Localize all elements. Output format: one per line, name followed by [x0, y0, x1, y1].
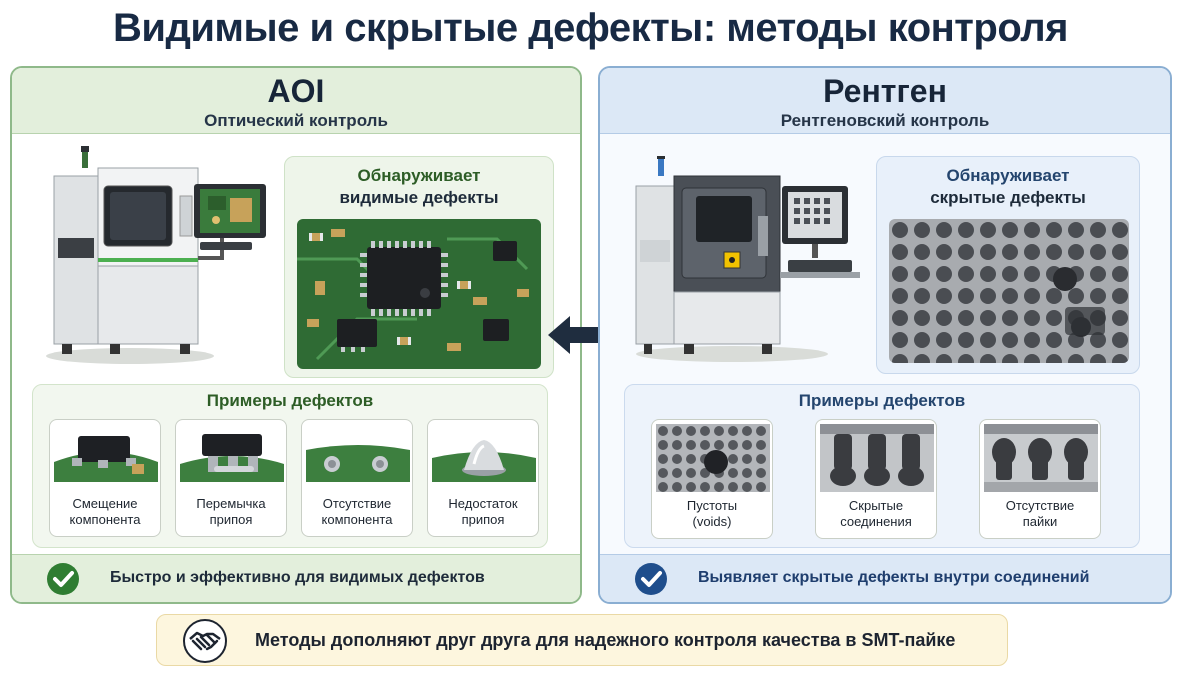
aoi-machine-illustration	[40, 146, 276, 373]
aoi-header: AOI Оптический контроль	[12, 68, 580, 134]
voids-image	[656, 424, 770, 497]
aoi-examples-title: Примеры дефектов	[206, 391, 374, 410]
aoi-title: AOI	[267, 73, 325, 109]
bottom-note-text: Методы дополняют друг друга для надежног…	[255, 630, 956, 650]
xray-bga-image	[889, 219, 1129, 368]
aoi-footer: Быстро и эффективно для видимых дефектов	[12, 554, 580, 602]
xray-examples-title: Примеры дефектов	[798, 391, 966, 410]
aoi-subtitle: Оптический контроль	[204, 111, 388, 130]
xray-subtitle: Рентгеновский контроль	[780, 111, 990, 130]
xray-footer-text: Выявляет скрытые дефекты внутри соединен…	[698, 569, 1090, 586]
xray-footer: Выявляет скрытые дефекты внутри соединен…	[600, 554, 1170, 602]
aoi-detect-label: Обнаруживает видимые дефекты	[339, 166, 499, 207]
hidden-joints-image	[820, 424, 934, 497]
aoi-detect-box: Обнаруживает видимые дефекты	[284, 156, 554, 378]
xray-examples: Примеры дефектов Пустоты(voids)	[624, 384, 1140, 548]
insufficient-solder-image	[432, 424, 536, 487]
xray-detect-label: Обнаруживает скрытые дефекты	[930, 166, 1086, 207]
component-shift-image	[54, 424, 158, 487]
missing-component-image	[306, 424, 410, 487]
check-icon	[46, 562, 80, 601]
handshake-icon	[183, 619, 227, 668]
aoi-panel: AOI Оптический контроль	[10, 66, 582, 604]
pcb-closeup-image	[297, 219, 541, 374]
xray-panel: Рентген Рентгеновский контроль	[598, 66, 1172, 604]
xray-example-card-voids: Пустоты(voids)	[651, 419, 773, 539]
check-icon	[634, 562, 668, 601]
xray-detect-box: Обнаруживает скрытые дефекты	[876, 156, 1140, 374]
solder-bridge-image	[180, 424, 284, 487]
no-solder-image	[984, 424, 1098, 497]
aoi-footer-text: Быстро и эффективно для видимых дефектов	[110, 569, 485, 586]
xray-machine-illustration	[622, 154, 862, 371]
xray-header: Рентген Рентгеновский контроль	[600, 68, 1170, 134]
page-title: Видимые и скрытые дефекты: методы контро…	[112, 6, 1069, 50]
xray-example-label: Пустоты(voids)	[686, 498, 738, 529]
bottom-note: Методы дополняют друг друга для надежног…	[156, 614, 1008, 666]
xray-title: Рентген	[823, 73, 947, 109]
